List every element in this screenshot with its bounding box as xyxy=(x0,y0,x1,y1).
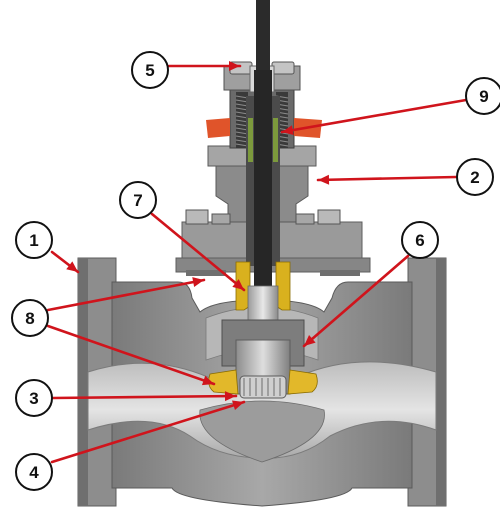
packing-green-left xyxy=(248,118,253,162)
bolt-right xyxy=(317,209,341,225)
bolt-right-2 xyxy=(295,213,315,225)
callout-1: 1 xyxy=(15,221,53,259)
callout-circle xyxy=(465,77,500,115)
gland-wings xyxy=(206,118,322,138)
actuator-rod xyxy=(256,0,270,70)
nut-right xyxy=(271,61,295,75)
callout-circle xyxy=(11,299,49,337)
callout-number: 3 xyxy=(29,389,38,408)
leader-arrowhead xyxy=(201,375,214,386)
callout-number: 1 xyxy=(29,231,38,250)
callout-number: 4 xyxy=(29,463,39,482)
callout-circle xyxy=(15,379,53,417)
callout-number: 7 xyxy=(133,191,142,210)
leader-arrowhead xyxy=(282,125,294,136)
leader-arrowhead xyxy=(192,277,204,287)
callout-circle xyxy=(456,158,494,196)
callout-circle xyxy=(119,181,157,219)
callout-circle xyxy=(15,221,53,259)
callout-5: 5 xyxy=(131,51,169,89)
orange-wing-left xyxy=(206,118,230,138)
stem-assembly xyxy=(208,0,318,399)
leader-line xyxy=(46,324,216,386)
callout-number: 5 xyxy=(145,61,154,80)
leader-line xyxy=(280,98,468,134)
leader-line xyxy=(51,394,238,400)
callout-number: 6 xyxy=(415,231,424,250)
callout-number: 2 xyxy=(470,168,479,187)
callout-number: 8 xyxy=(25,309,34,328)
guide-bushing-left xyxy=(235,261,251,311)
packing-bore-right xyxy=(272,96,280,266)
leader-arrowhead xyxy=(66,261,78,272)
gasket-left xyxy=(186,270,226,276)
packing-green-right xyxy=(273,118,278,162)
callout-number: 9 xyxy=(479,87,488,106)
leader-line xyxy=(50,400,246,464)
lower-chamber xyxy=(199,400,325,463)
stem xyxy=(254,70,272,300)
callout-circle xyxy=(401,221,439,259)
callout-6: 6 xyxy=(401,221,439,259)
seat-ring-left xyxy=(208,369,239,395)
callout-markers: 1 2 3 4 5 6 7 8 9 xyxy=(11,51,500,491)
leader-arrowhead xyxy=(224,391,236,402)
leader-arrowhead xyxy=(232,400,244,411)
right-flange-face xyxy=(436,258,446,506)
packing-bore-left xyxy=(246,96,254,266)
plug-ribs xyxy=(243,378,281,396)
bonnet-bolts xyxy=(185,209,360,276)
callout-2: 2 xyxy=(456,158,494,196)
valve-body xyxy=(77,257,447,507)
callout-circle xyxy=(15,453,53,491)
seat-ring-right xyxy=(287,369,318,395)
bolt-left-2 xyxy=(211,213,231,225)
leader-arrowhead xyxy=(232,279,244,290)
leader-line xyxy=(316,175,458,182)
callout-7: 7 xyxy=(119,181,157,219)
leader-line xyxy=(302,254,410,348)
leader-arrowhead xyxy=(304,335,316,346)
callout-circle xyxy=(131,51,169,89)
gasket-right xyxy=(320,270,360,276)
callout-9: 9 xyxy=(465,77,500,115)
bolt-left xyxy=(185,209,209,225)
leader-arrowhead xyxy=(318,174,330,185)
plug-ring xyxy=(239,375,287,399)
leader-arrowhead xyxy=(229,61,240,71)
leader-line xyxy=(46,278,206,312)
leader-line xyxy=(150,212,246,292)
callout-8: 8 xyxy=(11,299,49,337)
leader-lines xyxy=(46,61,468,464)
left-flange-face xyxy=(78,258,88,506)
callout-3: 3 xyxy=(15,379,53,417)
callout-4: 4 xyxy=(15,453,53,491)
